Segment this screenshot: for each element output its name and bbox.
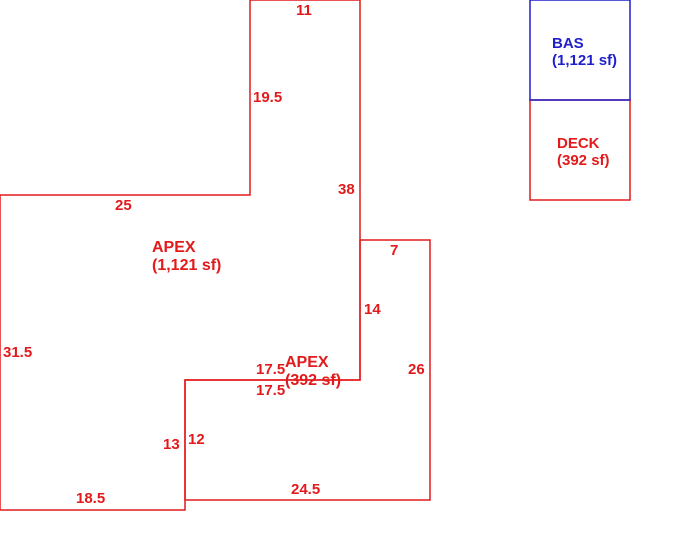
dim-small-right: 26 [408,361,425,378]
dim-inner-left-b: 12 [188,431,205,448]
dim-inner-left-a: 13 [163,436,180,453]
dim-left-side: 31.5 [3,344,32,361]
dim-inner-top-b: 17.5 [256,382,285,399]
legend-bas-area: (1,121 sf) [552,52,617,69]
dim-inner-top-a: 17.5 [256,361,285,378]
legend-bas-box [529,0,631,101]
apex-main-name: APEX [152,239,196,256]
dim-upper-step: 25 [115,197,132,214]
apex-small-area: (392 sf) [285,372,341,389]
dim-bottom-left: 18.5 [76,490,105,507]
apex-small-outline [184,239,431,501]
apex-main-outline [0,0,361,511]
dim-upper-left-vertical: 19.5 [253,89,282,106]
apex-main-area: (1,121 sf) [152,257,221,274]
legend-deck-name: DECK [557,135,600,152]
dim-right-step-top: 7 [390,242,398,259]
dim-right-step-vertical: 14 [364,301,381,318]
dim-right-tall: 38 [338,181,355,198]
legend-deck-area: (392 sf) [557,152,610,169]
apex-small-name: APEX [285,354,329,371]
dim-top: 11 [296,2,312,19]
dim-bottom-right: 24.5 [291,481,320,498]
legend-bas-name: BAS [552,35,584,52]
